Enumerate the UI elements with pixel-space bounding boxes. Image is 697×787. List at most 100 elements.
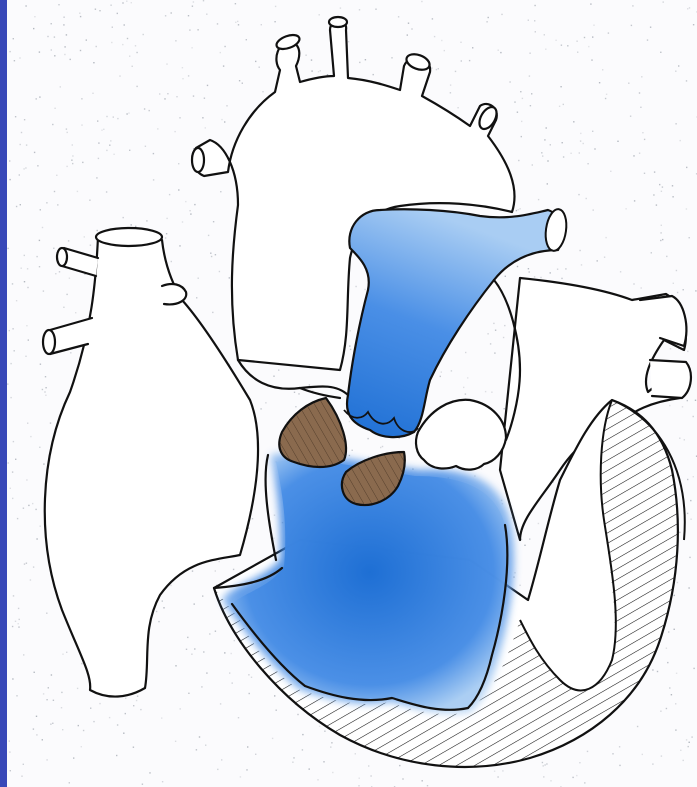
paper-speck	[106, 116, 107, 117]
paper-speck	[45, 387, 46, 388]
paper-speck	[597, 260, 598, 261]
paper-speck	[167, 93, 168, 94]
paper-speck	[577, 52, 578, 53]
paper-speck	[355, 753, 356, 754]
paper-speck	[46, 759, 47, 760]
paper-speck	[143, 34, 144, 35]
paper-speck	[498, 50, 499, 51]
paper-speck	[112, 27, 113, 28]
paper-speck	[529, 75, 530, 76]
paper-speck	[34, 152, 35, 153]
paper-speck	[235, 3, 236, 4]
paper-speck	[101, 130, 102, 131]
paper-speck	[106, 150, 107, 151]
paper-speck	[242, 83, 243, 84]
paper-speck	[494, 352, 495, 353]
paper-speck	[12, 498, 13, 499]
paper-speck	[490, 343, 491, 344]
paper-speck	[51, 23, 52, 24]
paper-speck	[584, 37, 585, 38]
paper-speck	[202, 595, 203, 596]
paper-speck	[215, 254, 216, 255]
paper-speck	[16, 300, 17, 301]
paper-speck	[657, 671, 658, 672]
paper-speck	[565, 268, 566, 269]
paper-speck	[628, 83, 629, 84]
paper-speck	[654, 171, 655, 172]
paper-speck	[16, 695, 17, 696]
paper-speck	[179, 117, 180, 118]
paper-speck	[246, 769, 247, 770]
paper-speck	[542, 762, 543, 763]
paper-speck	[610, 171, 611, 172]
paper-speck	[380, 447, 381, 448]
paper-speck	[187, 637, 188, 638]
paper-speck	[587, 163, 588, 164]
paper-speck	[27, 287, 28, 288]
paper-speck	[662, 186, 663, 187]
paper-speck	[153, 153, 154, 154]
paper-speck	[640, 107, 641, 108]
paper-speck	[675, 703, 676, 704]
paper-speck	[276, 710, 277, 711]
paper-speck	[122, 44, 123, 45]
paper-speck	[39, 240, 40, 241]
paper-speck	[188, 75, 189, 76]
paper-speck	[129, 56, 130, 57]
paper-speck	[233, 569, 234, 570]
paper-speck	[235, 22, 236, 23]
paper-speck	[593, 25, 594, 26]
paper-speck	[153, 179, 154, 180]
paper-speck	[33, 566, 34, 567]
paper-speck	[431, 67, 432, 68]
paper-speck	[524, 545, 525, 546]
paper-speck	[580, 133, 581, 134]
paper-speck	[116, 755, 117, 756]
paper-speck	[36, 98, 37, 99]
paper-speck	[62, 729, 63, 730]
paper-speck	[481, 468, 482, 469]
paper-speck	[359, 62, 360, 63]
paper-speck	[99, 703, 100, 704]
paper-speck	[529, 271, 530, 272]
paper-speck	[234, 640, 235, 641]
paper-speck	[543, 776, 544, 777]
paper-speck	[332, 772, 333, 773]
paper-speck	[33, 28, 34, 29]
paper-speck	[641, 287, 642, 288]
paper-speck	[109, 717, 110, 718]
paper-speck	[599, 82, 600, 83]
paper-speck	[457, 107, 458, 108]
paper-speck	[620, 271, 621, 272]
paper-speck	[92, 93, 93, 94]
paper-speck	[189, 29, 190, 30]
paper-speck	[319, 726, 320, 727]
paper-speck	[663, 1, 664, 2]
paper-speck	[375, 9, 376, 10]
paper-speck	[123, 217, 124, 218]
paper-speck	[221, 759, 222, 760]
paper-speck	[497, 776, 498, 777]
paper-speck	[191, 654, 192, 655]
paper-speck	[248, 674, 249, 675]
paper-speck	[182, 67, 183, 68]
paper-speck	[500, 52, 501, 53]
paper-speck	[672, 196, 673, 197]
paper-speck	[128, 112, 129, 113]
paper-speck	[7, 248, 8, 249]
paper-speck	[249, 693, 250, 694]
paper-speck	[668, 631, 669, 632]
paper-speck	[529, 53, 530, 54]
paper-speck	[196, 749, 197, 750]
paper-speck	[205, 745, 206, 746]
paper-speck	[50, 724, 51, 725]
paper-speck	[229, 672, 230, 673]
paper-speck	[63, 24, 64, 25]
pulmonary-vein-right-stub	[162, 284, 186, 304]
paper-speck	[540, 277, 541, 278]
paper-speck	[373, 74, 374, 75]
paper-speck	[538, 199, 539, 200]
paper-speck	[684, 439, 685, 440]
paper-speck	[237, 21, 238, 22]
